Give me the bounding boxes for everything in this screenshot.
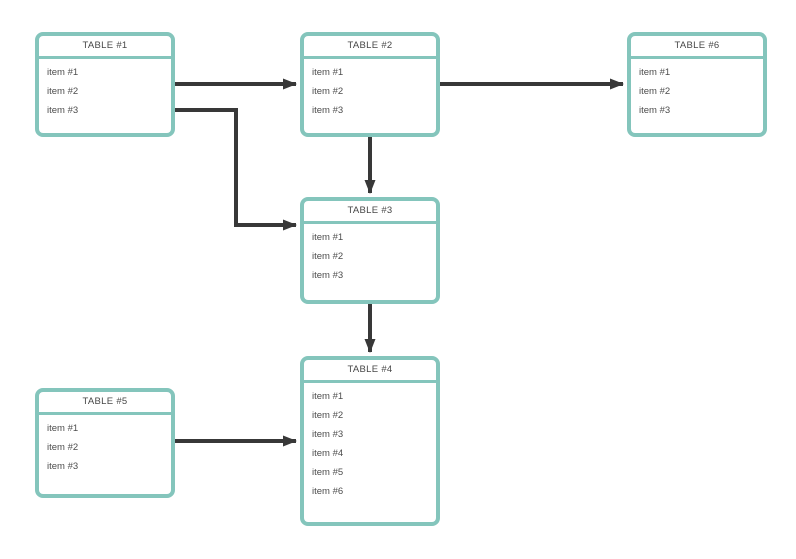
table-5[interactable]: TABLE #5 item #1 item #2 item #3 xyxy=(35,388,175,498)
table-3-item: item #1 xyxy=(312,232,344,243)
table-6-item: item #3 xyxy=(639,105,671,116)
table-5-body: item #1 item #2 item #3 xyxy=(39,415,171,476)
table-3-item: item #3 xyxy=(312,270,344,281)
table-6-item: item #2 xyxy=(639,86,671,97)
table-6-body: item #1 item #2 item #3 xyxy=(631,59,763,120)
table-3-title: TABLE #3 xyxy=(304,201,436,224)
table-4-title: TABLE #4 xyxy=(304,360,436,383)
table-3-item: item #2 xyxy=(312,251,344,262)
table-5-item: item #1 xyxy=(47,423,79,434)
table-4-item: item #4 xyxy=(312,448,344,459)
table-4-item: item #3 xyxy=(312,429,344,440)
table-3[interactable]: TABLE #3 item #1 item #2 item #3 xyxy=(300,197,440,304)
table-5-title: TABLE #5 xyxy=(39,392,171,415)
table-6[interactable]: TABLE #6 item #1 item #2 item #3 xyxy=(627,32,767,137)
table-1-item: item #2 xyxy=(47,86,79,97)
table-2-item: item #2 xyxy=(312,86,344,97)
table-6-title: TABLE #6 xyxy=(631,36,763,59)
table-1[interactable]: TABLE #1 item #1 item #2 item #3 xyxy=(35,32,175,137)
table-4-item: item #1 xyxy=(312,391,344,402)
table-2-item: item #1 xyxy=(312,67,344,78)
table-3-body: item #1 item #2 item #3 xyxy=(304,224,436,285)
table-4-item: item #5 xyxy=(312,467,344,478)
table-2[interactable]: TABLE #2 item #1 item #2 item #3 xyxy=(300,32,440,137)
table-2-title: TABLE #2 xyxy=(304,36,436,59)
table-1-title: TABLE #1 xyxy=(39,36,171,59)
table-4-item: item #2 xyxy=(312,410,344,421)
table-1-item: item #3 xyxy=(47,105,79,116)
table-1-body: item #1 item #2 item #3 xyxy=(39,59,171,120)
table-2-item: item #3 xyxy=(312,105,344,116)
table-4-body: item #1 item #2 item #3 item #4 item #5 item … xyxy=(304,383,436,501)
connector-table-1-to-table-3[interactable] xyxy=(175,108,297,231)
table-6-item: item #1 xyxy=(639,67,671,78)
table-5-item: item #3 xyxy=(47,461,79,472)
table-1-item: item #1 xyxy=(47,67,79,78)
table-4-item: item #6 xyxy=(312,486,344,497)
table-5-item: item #2 xyxy=(47,442,79,453)
table-2-body: item #1 item #2 item #3 xyxy=(304,59,436,120)
